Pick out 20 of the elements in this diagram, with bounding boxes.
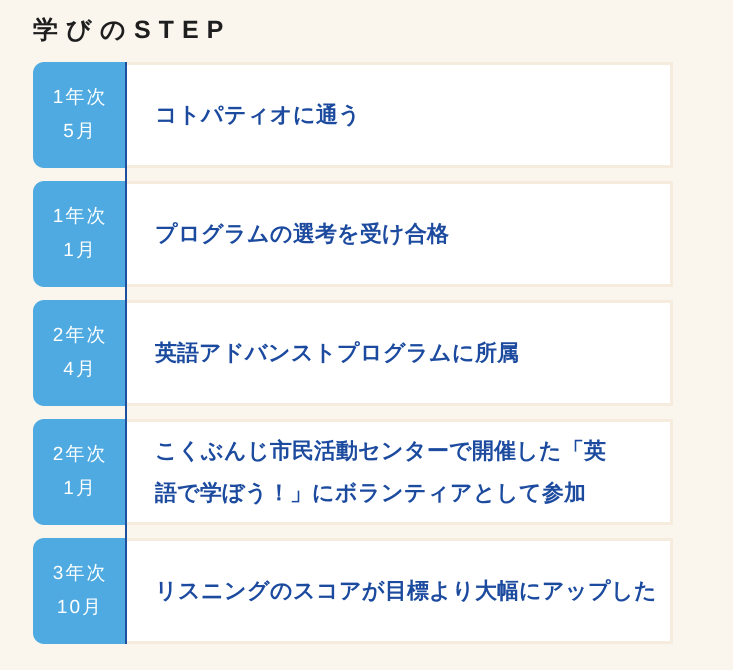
date-tab: 3年次10月 [33, 538, 127, 644]
timeline-line [125, 525, 127, 538]
step-card [33, 419, 673, 525]
date-tab: 1年次1月 [33, 181, 127, 287]
step-text: 英語アドバンストプログラムに所属 [155, 339, 519, 367]
date-tab: 1年次5月 [33, 62, 127, 168]
date-tab: 2年次1月 [33, 419, 127, 525]
step-text: こくぶんじ市民活動センターで開催した「英語で学ぼう！」にボランティアとして参加 [155, 437, 607, 507]
date-tab: 2年次4月 [33, 300, 127, 406]
timeline-line [125, 168, 127, 181]
step-card [33, 538, 673, 644]
timeline-line [125, 406, 127, 419]
title: 学びのSTEP [33, 15, 232, 46]
step-card [33, 300, 673, 406]
timeline-line [125, 287, 127, 300]
step-text: リスニングのスコアが目標より大幅にアップした [155, 577, 657, 605]
step-card [33, 62, 673, 168]
step-text: コトパティオに通う [155, 101, 361, 129]
step-text: プログラムの選考を受け合格 [155, 220, 449, 248]
step-card [33, 181, 673, 287]
